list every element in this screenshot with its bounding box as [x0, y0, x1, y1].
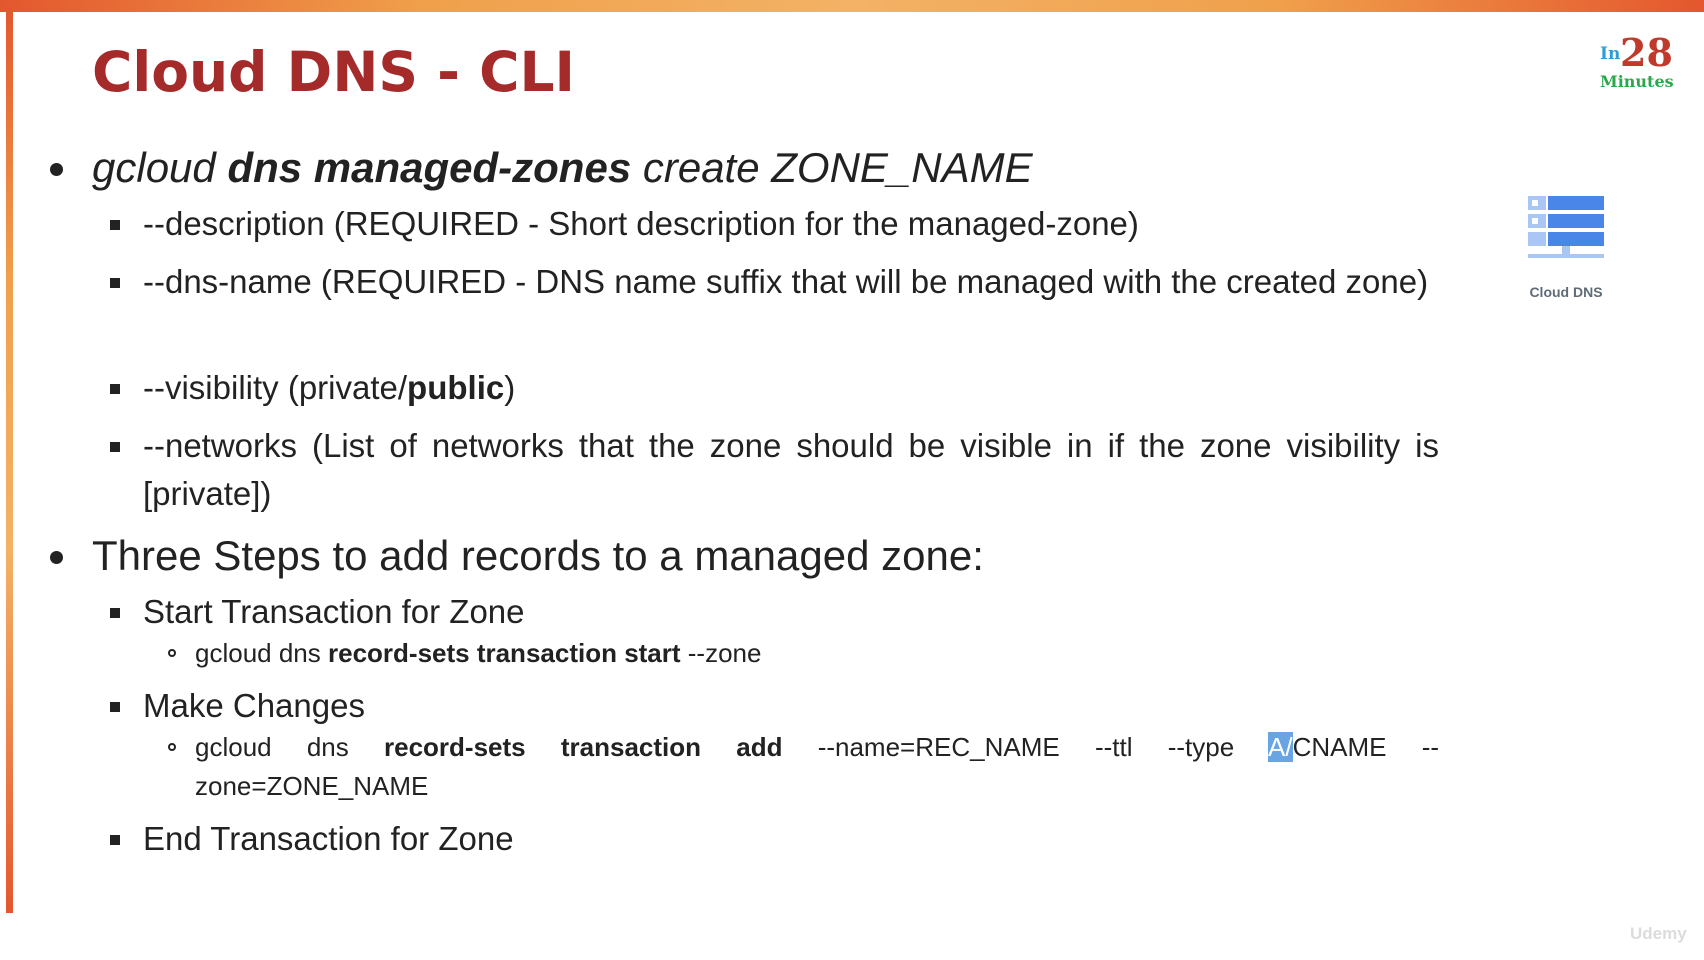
sub-visibility-suffix: ) [504, 369, 516, 406]
bullet-square [110, 442, 120, 452]
bullet-dot [50, 551, 63, 564]
cmd-add-b: record-sets transaction add [384, 732, 783, 762]
top-accent-bar [0, 0, 1704, 12]
logo-in: In [1600, 44, 1621, 64]
in28minutes-logo: In 28 Minutes [1598, 30, 1688, 100]
bullet-circle [168, 743, 176, 751]
bullet-square [110, 278, 120, 288]
left-accent-bar [6, 8, 13, 913]
cmd-part-create: create ZONE_NAME [631, 144, 1033, 191]
bullet-dot [50, 163, 63, 176]
bullet-square [110, 220, 120, 230]
sub-visibility-public: public [407, 369, 505, 406]
step-end-label: End Transaction for Zone [143, 820, 514, 857]
step-start-label: Start Transaction for Zone [143, 593, 525, 630]
cmd-add-a: gcloud dns [195, 732, 385, 762]
cmd-add-e: zone=ZONE_NAME [195, 771, 429, 801]
cmd-part-managed-zones: dns managed-zones [227, 144, 632, 191]
cmd-make-changes-line1: gcloud dns record-sets transaction add -… [168, 728, 1440, 766]
logo-number: 28 [1620, 30, 1673, 75]
sub-description: --description (REQUIRED - Short descript… [110, 200, 1439, 248]
step-make-changes: Make Changes [110, 682, 1439, 730]
sub-dns-name: --dns-name (REQUIRED - DNS name suffix t… [110, 258, 1439, 306]
sub-visibility: --visibility (private/public) [110, 364, 1439, 412]
step-make-changes-label: Make Changes [143, 687, 365, 724]
cmd-make-changes-line2: zone=ZONE_NAME [195, 767, 1439, 805]
step-end-transaction: End Transaction for Zone [110, 815, 1439, 863]
bullet-three-steps: Three Steps to add records to a managed … [50, 532, 984, 580]
cmd-add-d: CNAME -- [1292, 732, 1440, 762]
slide-title: Cloud DNS - CLI [92, 40, 575, 104]
bullet-circle [168, 649, 176, 657]
logo-minutes: Minutes [1600, 72, 1674, 91]
cmd-start-c: --zone [680, 638, 762, 668]
sub-networks-text: --networks (List of networks that the zo… [143, 427, 1439, 512]
bullet-square [110, 384, 120, 394]
cloud-dns-icon [1528, 196, 1604, 258]
cmd-start-b: record-sets transaction start [327, 638, 681, 668]
udemy-watermark: Udemy [1630, 924, 1687, 943]
cmd-start-transaction: gcloud dns record-sets transaction start… [168, 634, 1439, 672]
text-selection-highlight[interactable]: A/ [1267, 732, 1293, 762]
cloud-dns-caption: Cloud DNS [1529, 284, 1603, 300]
sub-visibility-prefix: --visibility (private/ [143, 369, 408, 406]
step-start-transaction: Start Transaction for Zone [110, 588, 1439, 636]
three-steps-text: Three Steps to add records to a managed … [92, 532, 984, 579]
cmd-add-c: --name=REC_NAME --ttl --type [782, 732, 1268, 762]
bullet-square [110, 835, 120, 845]
bullet-square [110, 608, 120, 618]
bullet-square [110, 702, 120, 712]
bullet-create-zone: gcloud dns managed-zones create ZONE_NAM… [50, 144, 1033, 192]
sub-dns-name-text: --dns-name (REQUIRED - DNS name suffix t… [143, 263, 1429, 300]
sub-description-text: --description (REQUIRED - Short descript… [143, 205, 1139, 242]
cmd-part-gcloud: gcloud [92, 144, 228, 191]
cmd-start-a: gcloud dns [195, 638, 328, 668]
sub-networks: --networks (List of networks that the zo… [110, 422, 1439, 518]
